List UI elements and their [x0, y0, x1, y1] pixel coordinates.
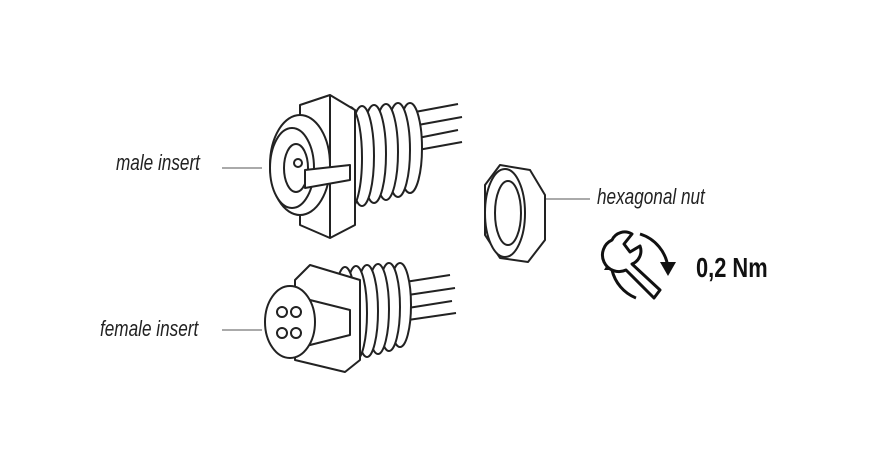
wrench-icon: [600, 230, 662, 300]
hexagonal-nut-drawing: [484, 164, 546, 263]
female-insert-drawing: [264, 262, 457, 373]
female-insert-label: female insert: [100, 316, 199, 341]
torque-value: 0,2 Nm: [696, 252, 768, 283]
male-insert-label: male insert: [116, 150, 200, 175]
hexagonal-nut-label: hexagonal nut: [597, 184, 705, 209]
male-insert-drawing: [269, 94, 463, 239]
